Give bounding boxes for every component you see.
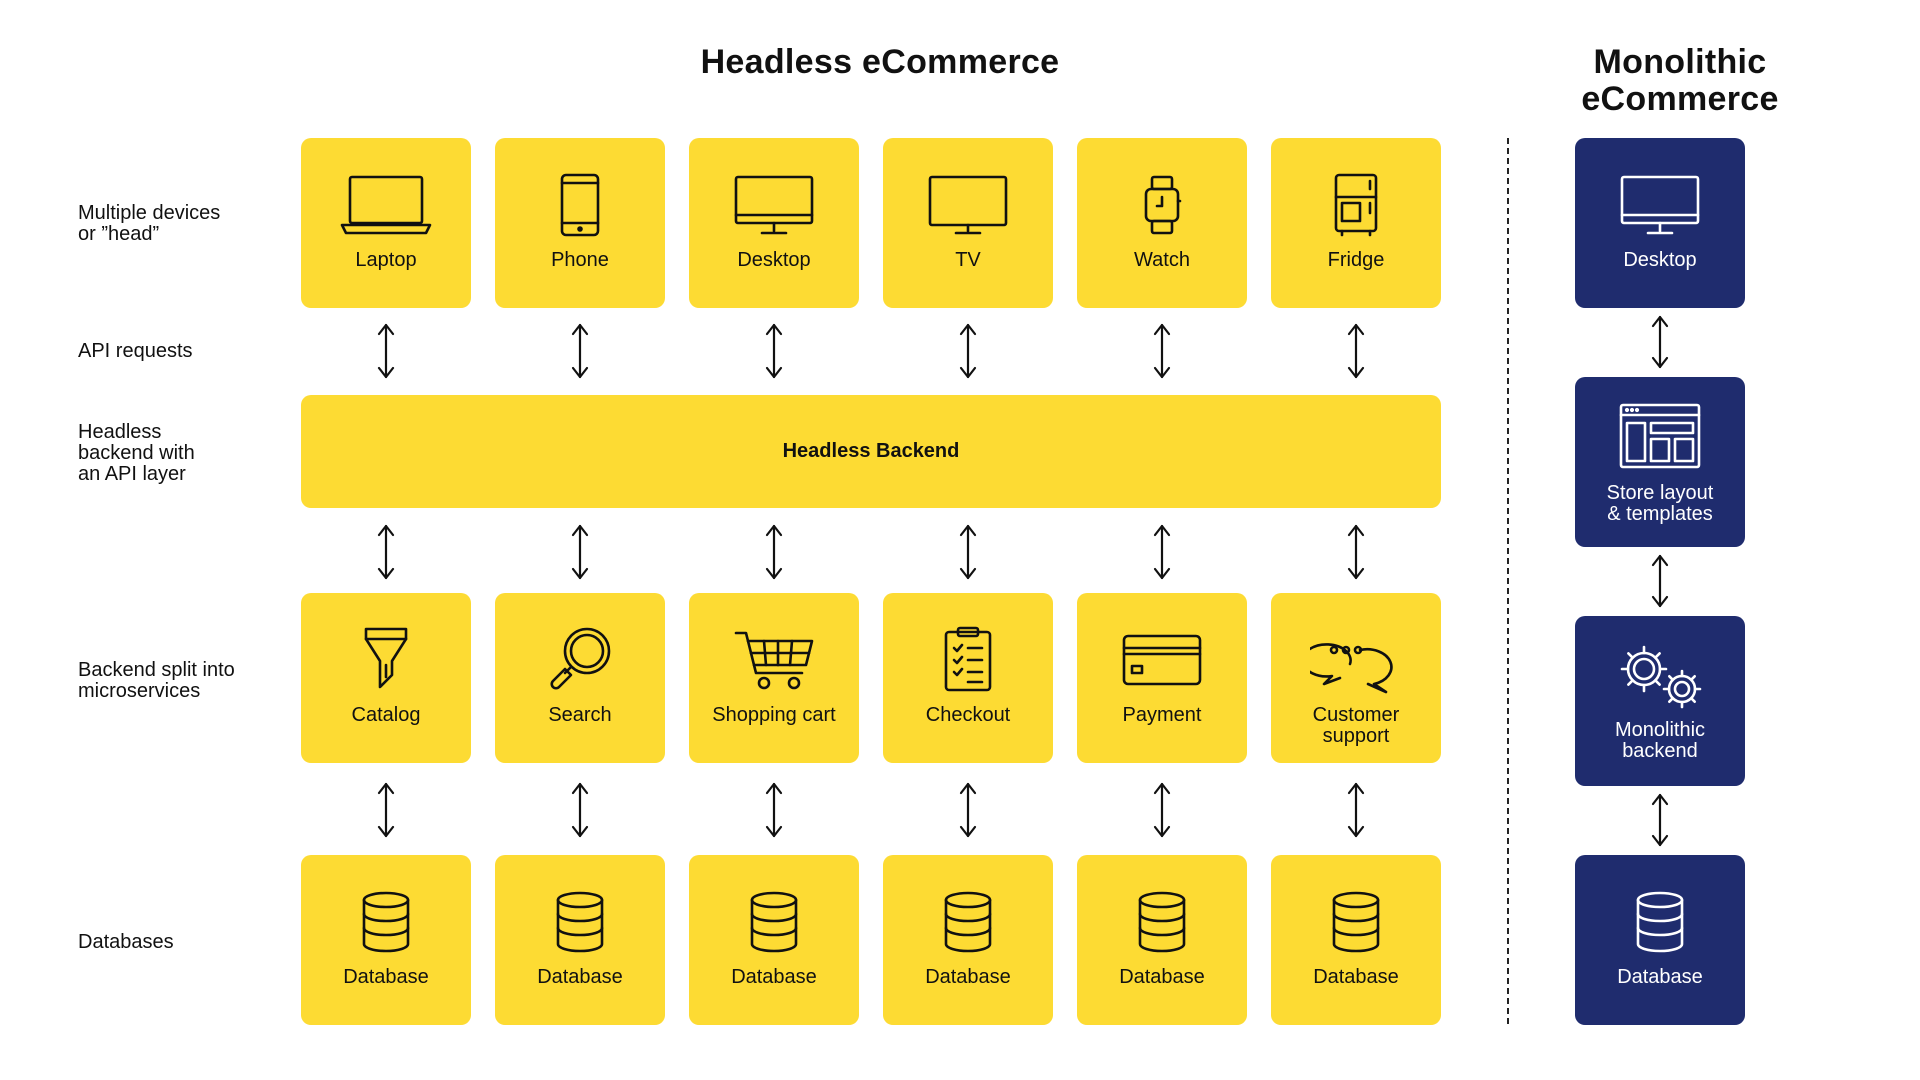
backend-service-arrow	[377, 524, 395, 580]
device-label: Watch	[1134, 249, 1190, 271]
api-request-arrow	[959, 323, 977, 379]
device-label: Fridge	[1327, 249, 1385, 271]
database-label: Database	[343, 966, 429, 988]
database-label: Database	[1119, 966, 1205, 988]
database-icon	[748, 890, 800, 959]
backend-service-arrow	[765, 524, 783, 580]
fridge-icon	[1332, 173, 1380, 242]
mono-tile-store-layout: Store layout & templates	[1575, 377, 1745, 547]
database-tile: Database	[1271, 855, 1441, 1025]
checklist-icon	[942, 626, 994, 699]
credit-card-icon	[1120, 632, 1204, 693]
row-label-databases: Databases	[78, 931, 174, 953]
service-label: Checkout	[925, 704, 1011, 726]
database-tile: Database	[301, 855, 471, 1025]
layout-icon	[1619, 403, 1701, 474]
row-label-devices: Multiple devices or ”head”	[78, 202, 221, 245]
headless-title: Headless eCommerce	[700, 43, 1060, 81]
chat-bubbles-icon	[1301, 626, 1402, 699]
mono-label: Database	[1617, 966, 1703, 988]
mono-arrow	[1651, 315, 1669, 369]
row-label-backend: Headless backend with an API layer	[78, 421, 195, 485]
mono-label: Store layout & templates	[1606, 482, 1714, 525]
service-database-arrow	[571, 782, 589, 838]
funnel-icon	[356, 625, 416, 700]
database-icon	[360, 890, 412, 959]
mono-label: Monolithic backend	[1614, 719, 1706, 762]
database-icon	[1330, 890, 1382, 959]
headless-backend-bar: Headless Backend	[301, 395, 1441, 508]
api-request-arrow	[1347, 323, 1365, 379]
desktop-icon	[1618, 173, 1702, 242]
phone-icon	[558, 173, 602, 242]
device-label: Phone	[551, 249, 609, 271]
monolithic-title: Monolithic eCommerce	[1581, 43, 1779, 118]
database-icon	[554, 890, 606, 959]
service-tile-checkout: Checkout	[883, 593, 1053, 763]
row-label-microservices: Backend split into microservices	[78, 659, 235, 702]
database-icon	[1136, 890, 1188, 959]
magnifier-icon	[545, 625, 615, 700]
device-tile-phone: Phone	[495, 138, 665, 308]
database-tile: Database	[883, 855, 1053, 1025]
row-label-api: API requests	[78, 340, 193, 362]
service-label: Catalog	[351, 704, 421, 726]
service-label: Payment	[1122, 704, 1202, 726]
database-label: Database	[537, 966, 623, 988]
mono-arrow	[1651, 793, 1669, 847]
service-database-arrow	[377, 782, 395, 838]
mono-tile-monolithic-backend: Monolithic backend	[1575, 616, 1745, 786]
service-label: Search	[548, 704, 612, 726]
tv-icon	[926, 173, 1010, 242]
backend-service-arrow	[959, 524, 977, 580]
database-tile: Database	[495, 855, 665, 1025]
service-database-arrow	[765, 782, 783, 838]
database-label: Database	[731, 966, 817, 988]
device-label: TV	[955, 249, 981, 271]
database-label: Database	[1313, 966, 1399, 988]
watch-icon	[1142, 173, 1182, 242]
gears-icon	[1612, 641, 1708, 718]
api-request-arrow	[571, 323, 589, 379]
service-database-arrow	[1153, 782, 1171, 838]
laptop-icon	[338, 173, 434, 242]
database-icon	[1634, 890, 1686, 959]
service-tile-payment: Payment	[1077, 593, 1247, 763]
service-database-arrow	[959, 782, 977, 838]
service-label: Shopping cart	[712, 704, 836, 726]
service-tile-catalog: Catalog	[301, 593, 471, 763]
device-tile-desktop: Desktop	[689, 138, 859, 308]
device-tile-laptop: Laptop	[301, 138, 471, 308]
device-tile-watch: Watch	[1077, 138, 1247, 308]
backend-service-arrow	[1347, 524, 1365, 580]
divider-line	[1507, 138, 1509, 1024]
database-tile: Database	[1077, 855, 1247, 1025]
mono-arrow	[1651, 554, 1669, 608]
api-request-arrow	[1153, 323, 1171, 379]
backend-service-arrow	[1153, 524, 1171, 580]
service-tile-customer-support: Customer support	[1271, 593, 1441, 763]
mono-tile-database: Database	[1575, 855, 1745, 1025]
device-label: Desktop	[737, 249, 811, 271]
service-label: Customer support	[1312, 704, 1400, 747]
service-database-arrow	[1347, 782, 1365, 838]
database-label: Database	[925, 966, 1011, 988]
database-tile: Database	[689, 855, 859, 1025]
headless-backend-label: Headless Backend	[782, 440, 960, 462]
cart-icon	[732, 627, 816, 698]
device-label: Laptop	[355, 249, 417, 271]
backend-service-arrow	[571, 524, 589, 580]
api-request-arrow	[377, 323, 395, 379]
desktop-icon	[732, 173, 816, 242]
device-tile-tv: TV	[883, 138, 1053, 308]
database-icon	[942, 890, 994, 959]
mono-tile-desktop: Desktop	[1575, 138, 1745, 308]
service-tile-search: Search	[495, 593, 665, 763]
api-request-arrow	[765, 323, 783, 379]
service-tile-shopping-cart: Shopping cart	[689, 593, 859, 763]
device-tile-fridge: Fridge	[1271, 138, 1441, 308]
mono-label: Desktop	[1623, 249, 1697, 271]
